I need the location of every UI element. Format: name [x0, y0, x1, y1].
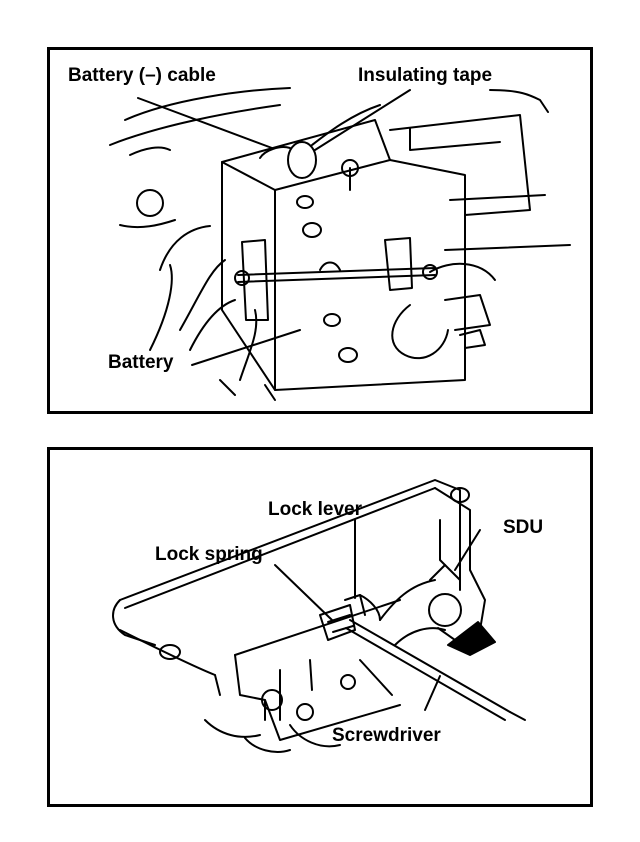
- insulating-tape-leader: [314, 89, 411, 151]
- battery-case: [221, 119, 466, 391]
- hold-down-bar: [237, 267, 436, 276]
- battery-cable-leader: [137, 97, 273, 149]
- lock-spring-leader: [274, 564, 333, 621]
- battery-illustration: [109, 87, 571, 401]
- sdu-label: SDU: [503, 517, 544, 538]
- screwdriver-shaft: [349, 619, 511, 713]
- screwdriver-leader-2: [424, 675, 441, 711]
- screwdriver-leader-1: [359, 659, 393, 696]
- battery-label: Battery: [108, 352, 174, 373]
- bolt-head: [136, 189, 164, 217]
- sdu-top-edge: [119, 479, 461, 601]
- sdu-lock-release-figure: Lock lever Lock spring SDU Screwdriver: [47, 447, 593, 807]
- sdu-illustration: [112, 479, 526, 753]
- battery-cable-label: Battery (–) cable: [68, 65, 216, 86]
- lock-spring-label: Lock spring: [155, 544, 263, 565]
- screwdriver-label: Screwdriver: [332, 725, 441, 746]
- sdu-leader: [454, 529, 481, 571]
- battery-disconnect-figure: Battery (–) cable Insulating tape Batter…: [47, 47, 593, 414]
- insulating-tape-label: Insulating tape: [358, 65, 493, 86]
- lock-spring-shape: [319, 604, 356, 641]
- battery-leader: [191, 329, 301, 366]
- lock-lever-label: Lock lever: [268, 499, 362, 520]
- insulating-tape-wrap: [287, 141, 317, 179]
- push-arrow-icon: [447, 621, 496, 656]
